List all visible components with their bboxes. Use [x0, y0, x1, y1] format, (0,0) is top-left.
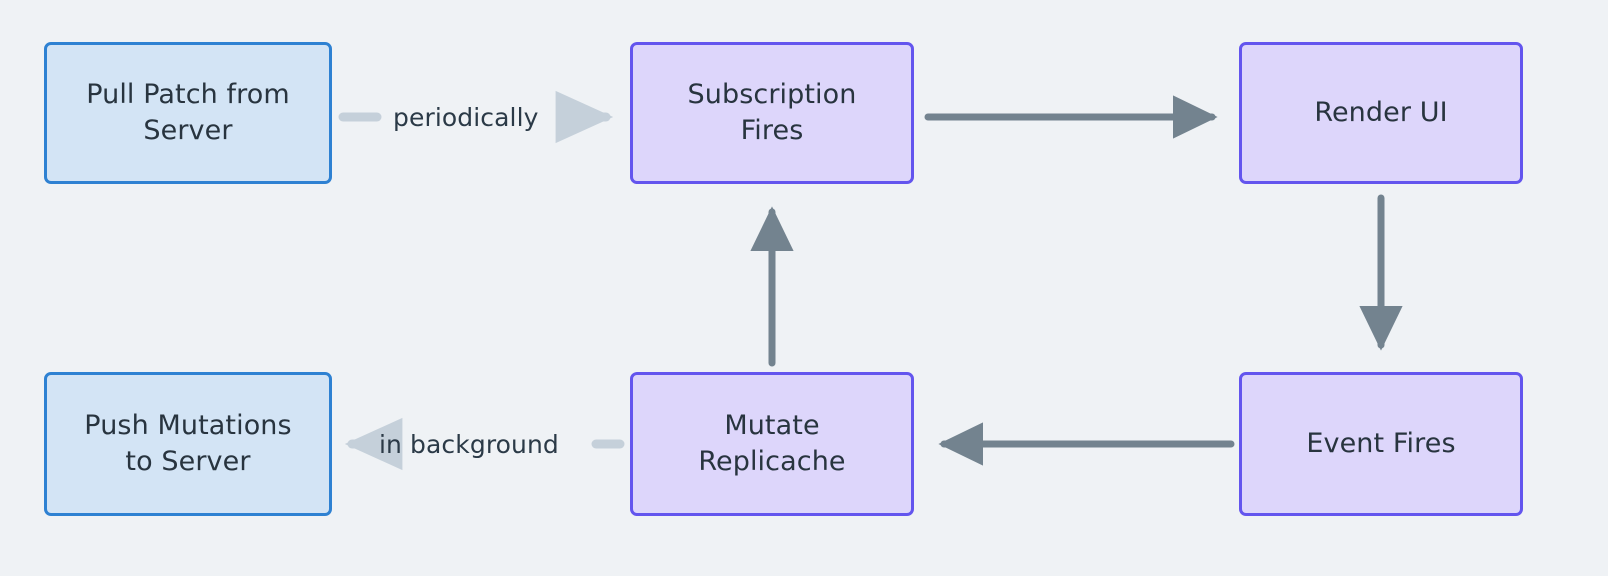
node-subscription-fires[interactable]: Subscription Fires: [630, 42, 914, 184]
node-label: Render UI: [1314, 97, 1448, 129]
node-label: Mutate Replicache: [698, 410, 846, 477]
node-label: Event Fires: [1306, 428, 1456, 460]
node-event-fires[interactable]: Event Fires: [1239, 372, 1523, 516]
node-pull-patch-from-server[interactable]: Pull Patch from Server: [44, 42, 332, 184]
edge-label-periodically: periodically: [393, 103, 539, 132]
edge-label-in-background: in background: [379, 430, 559, 459]
node-render-ui[interactable]: Render UI: [1239, 42, 1523, 184]
node-push-mutations-to-server[interactable]: Push Mutations to Server: [44, 372, 332, 516]
node-label: Pull Patch from Server: [86, 79, 290, 146]
node-label: Push Mutations to Server: [84, 410, 292, 477]
node-label: Subscription Fires: [687, 79, 857, 146]
node-mutate-replicache[interactable]: Mutate Replicache: [630, 372, 914, 516]
